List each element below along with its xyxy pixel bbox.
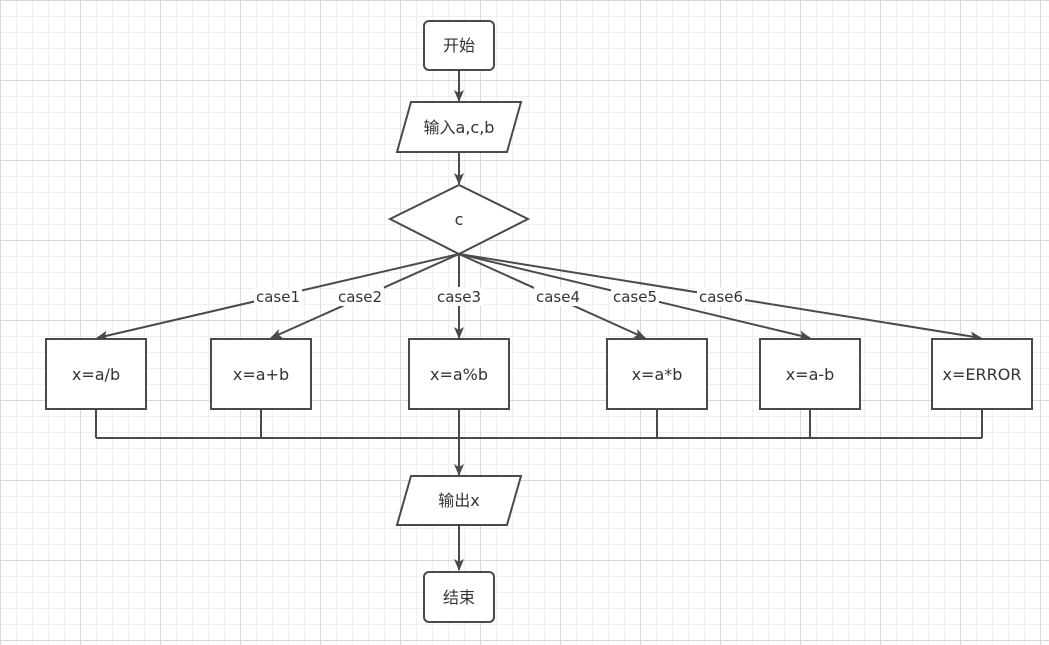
decision-node[interactable]: c xyxy=(387,183,531,256)
input-label: 输入a,c,b xyxy=(424,118,495,137)
case5-label: x=a-b xyxy=(786,365,835,384)
case3-label: x=a%b xyxy=(430,365,488,384)
svg-text:case2: case2 xyxy=(338,288,382,306)
case3-node[interactable]: x=a%b xyxy=(408,338,510,410)
start-node[interactable]: 开始 xyxy=(423,20,495,71)
edge-label-case4: case4 xyxy=(534,287,582,306)
case6-label: x=ERROR xyxy=(943,365,1022,384)
case4-node[interactable]: x=a*b xyxy=(606,338,708,410)
case4-label: x=a*b xyxy=(632,365,683,384)
edge-label-case6: case6 xyxy=(697,287,745,306)
case1-label: x=a/b xyxy=(72,365,120,384)
output-label: 输出x xyxy=(438,491,479,510)
edge-label-case3: case3 xyxy=(435,287,483,306)
edge-label-case1: case1 xyxy=(254,287,302,306)
svg-text:case4: case4 xyxy=(536,288,580,306)
svg-text:case1: case1 xyxy=(256,288,300,306)
case2-label: x=a+b xyxy=(233,365,289,384)
case1-node[interactable]: x=a/b xyxy=(45,338,147,410)
svg-text:case5: case5 xyxy=(613,288,657,306)
case5-node[interactable]: x=a-b xyxy=(759,338,861,410)
decision-label: c xyxy=(455,210,464,229)
edge-label-case2: case2 xyxy=(336,287,384,306)
output-node[interactable]: 输出x xyxy=(395,475,523,526)
case2-node[interactable]: x=a+b xyxy=(210,338,312,410)
case6-node[interactable]: x=ERROR xyxy=(931,338,1033,410)
end-label: 结束 xyxy=(443,588,475,607)
end-node[interactable]: 结束 xyxy=(423,571,495,623)
svg-text:case6: case6 xyxy=(699,288,743,306)
input-node[interactable]: 输入a,c,b xyxy=(395,101,523,153)
svg-text:case3: case3 xyxy=(437,288,481,306)
start-label: 开始 xyxy=(443,36,475,55)
edge-label-case5: case5 xyxy=(611,287,659,306)
